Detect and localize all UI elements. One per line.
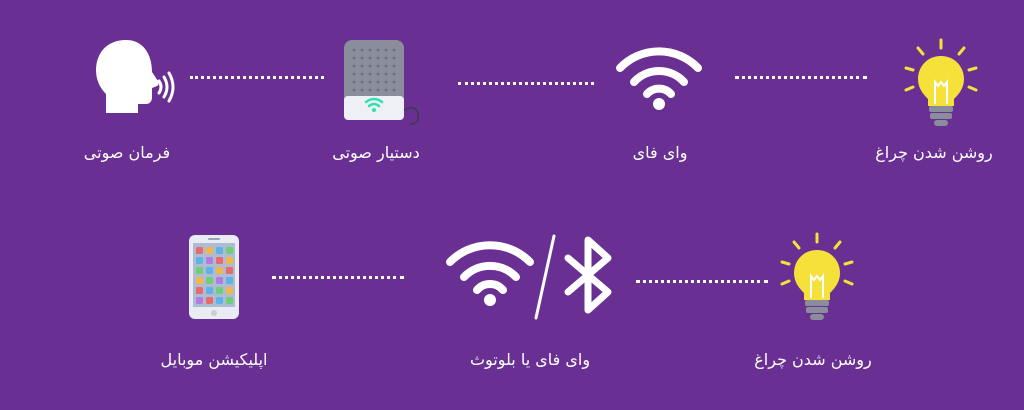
connector-line — [272, 276, 404, 279]
wifi-bluetooth-icon — [444, 232, 624, 324]
smart-speaker-icon — [340, 38, 424, 128]
speaking-head-icon — [92, 38, 176, 114]
connector-line — [636, 280, 768, 283]
voice-command-label: فرمان صوتی — [83, 143, 171, 162]
connector-line — [735, 76, 867, 79]
wifi-icon — [614, 44, 704, 110]
wifi-or-bluetooth-label: وای فای یا بلوتوث — [469, 350, 591, 369]
light-bulb-icon — [898, 38, 984, 134]
light-on-label: روشن شدن چراغ — [754, 350, 872, 369]
wifi-label: وای فای — [632, 143, 688, 162]
connector-line — [190, 76, 324, 79]
mobile-app-label: اپلیکیشن موبایل — [160, 350, 268, 369]
connector-line — [458, 82, 594, 85]
smartphone-icon — [188, 234, 240, 320]
light-bulb-icon — [774, 232, 860, 328]
light-on-label: روشن شدن چراغ — [875, 143, 993, 162]
voice-assistant-label: دستیار صوتی — [332, 143, 420, 162]
